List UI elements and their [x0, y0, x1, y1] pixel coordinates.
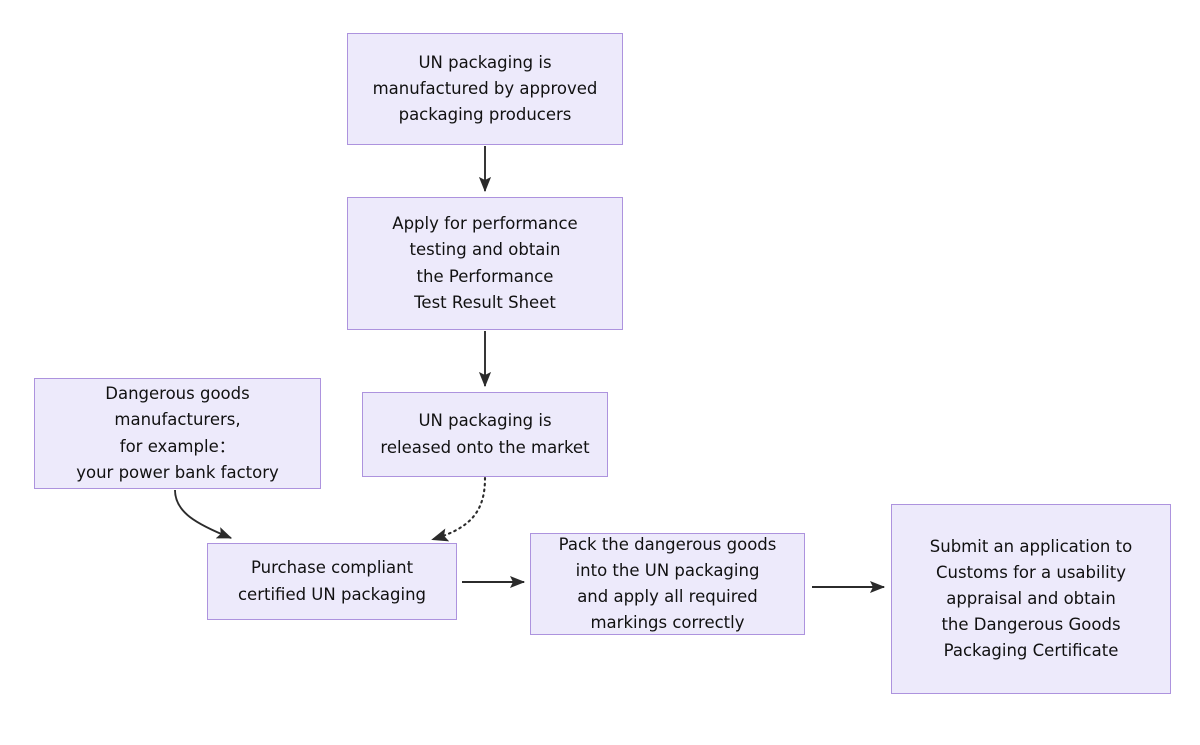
node-apply-performance-testing[interactable]: Apply for performance testing and obtain…	[347, 197, 623, 330]
node-label: Submit an application to Customs for a u…	[929, 536, 1133, 661]
node-label: Pack the dangerous goods into the UN pac…	[558, 534, 777, 633]
node-label: UN packaging is released onto the market	[380, 411, 590, 457]
node-pack-dangerous-goods[interactable]: Pack the dangerous goods into the UN pac…	[530, 533, 805, 635]
edge-released-to-purchase	[431, 476, 487, 542]
node-label: Apply for performance testing and obtain…	[392, 214, 578, 312]
node-purchase-compliant-packaging[interactable]: Purchase compliant certified UN packagin…	[207, 543, 457, 620]
node-dangerous-goods-manufacturers[interactable]: Dangerous goods manufacturers, for examp…	[34, 378, 321, 489]
node-label: Dangerous goods manufacturers, for examp…	[76, 384, 279, 482]
node-label: UN packaging is manufactured by approved…	[372, 52, 598, 125]
node-submit-application-customs[interactable]: Submit an application to Customs for a u…	[891, 504, 1171, 694]
node-un-packaging-manufactured[interactable]: UN packaging is manufactured by approved…	[347, 33, 623, 145]
node-label: Purchase compliant certified UN packagin…	[237, 558, 426, 604]
node-un-packaging-released[interactable]: UN packaging is released onto the market	[362, 392, 608, 477]
edge-manufacturers-to-purchase	[174, 489, 233, 539]
